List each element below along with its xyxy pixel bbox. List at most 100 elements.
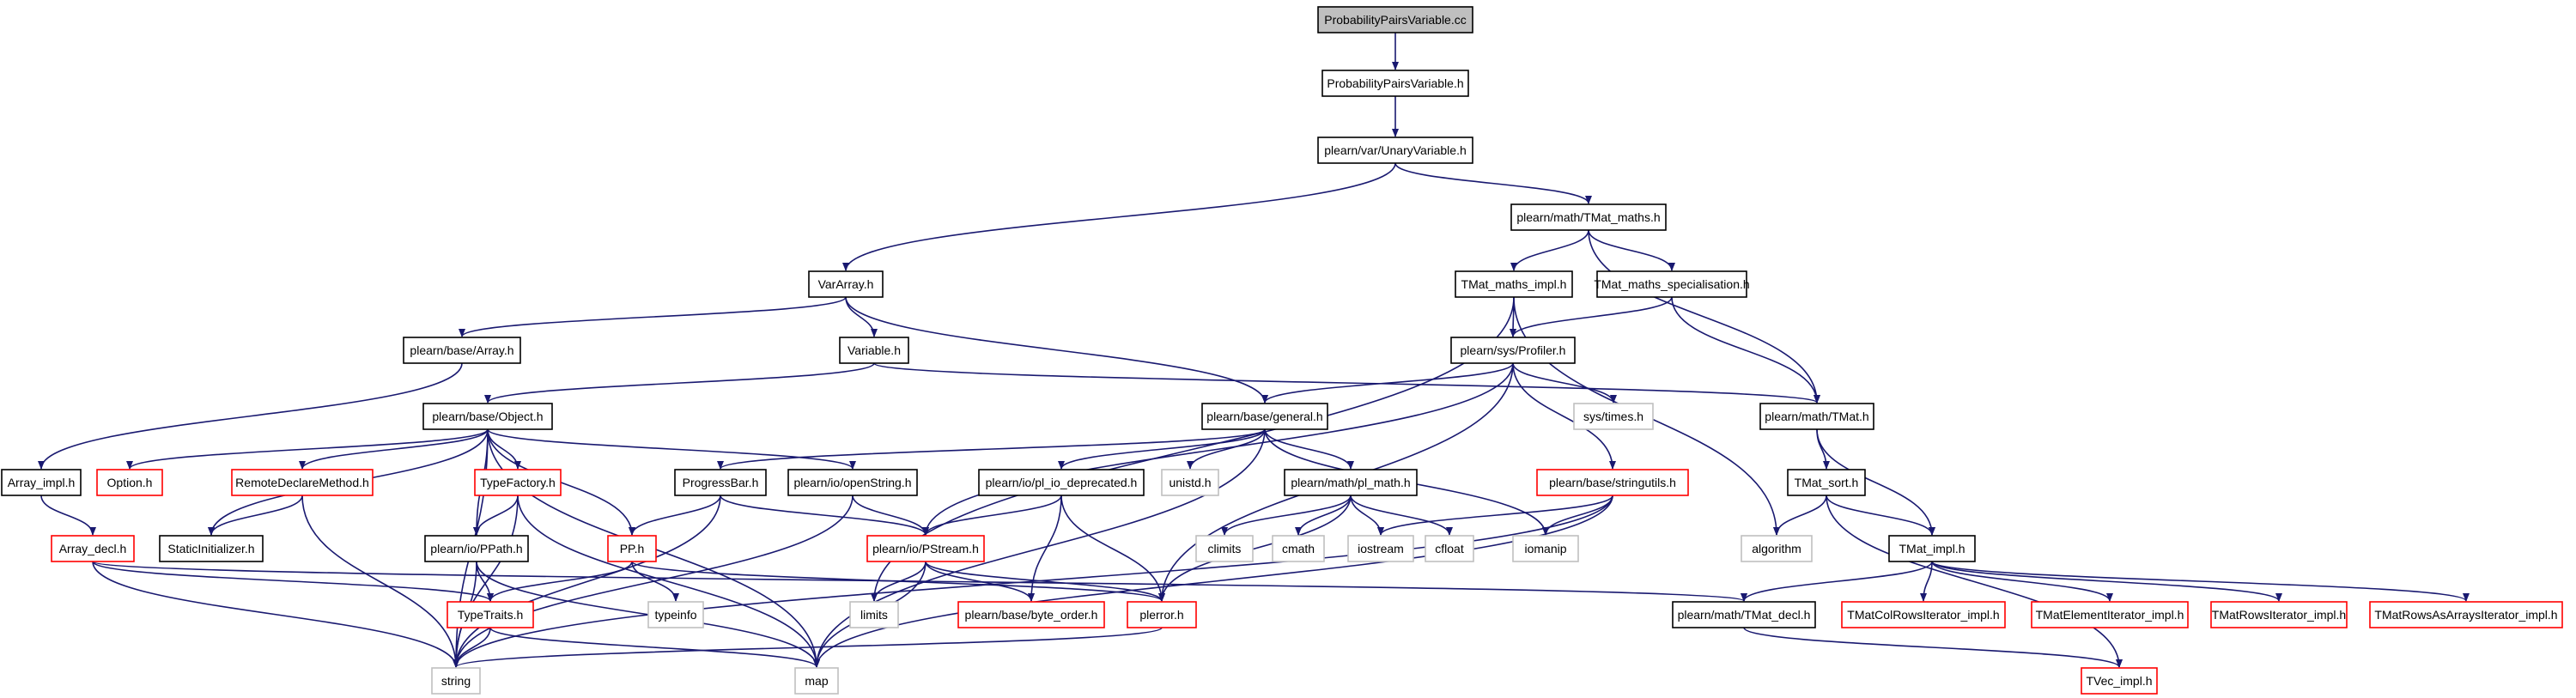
edge-pp-to-typeinfo: [631, 561, 679, 602]
edge-pl_math-to-climits: [1221, 495, 1352, 536]
node-typeinfo[interactable]: typeinfo: [647, 601, 704, 628]
node-box: [787, 469, 918, 496]
node-root[interactable]: ProbabilityPairsVariable.cc: [1317, 6, 1473, 33]
node-remote[interactable]: RemoteDeclareMethod.h: [231, 469, 374, 496]
node-label: plearn/base/general.h: [1206, 410, 1322, 423]
node-colrows[interactable]: TMatColRowsIterator_impl.h: [1841, 601, 2006, 628]
edge-base_array-to-array_impl: [38, 362, 463, 470]
node-profiler[interactable]: plearn/sys/Profiler.h: [1450, 337, 1576, 364]
node-unary[interactable]: plearn/var/UnaryVariable.h: [1317, 137, 1473, 164]
edge-tmat_impl-to-rowsiter: [1931, 561, 2282, 602]
edge-pstream-to-plerror: [925, 561, 1165, 602]
node-tmat[interactable]: plearn/math/TMat.h: [1759, 403, 1874, 430]
node-algorithm[interactable]: algorithm: [1741, 535, 1813, 562]
node-label: StaticInitializer.h: [167, 542, 254, 555]
edge-stringutils-to-iostream: [1377, 495, 1613, 536]
node-box: [1450, 337, 1576, 364]
node-box: [1317, 6, 1473, 33]
node-staticinit[interactable]: StaticInitializer.h: [159, 535, 264, 562]
node-box: [1510, 203, 1667, 231]
node-limits[interactable]: limits: [849, 601, 899, 628]
edge-vararray-to-general: [845, 296, 1268, 404]
edge-tmat-to-tmat_sort: [1816, 428, 1830, 470]
node-ppath[interactable]: plearn/io/PPath.h: [424, 535, 529, 562]
node-stringutils[interactable]: plearn/base/stringutils.h: [1536, 469, 1689, 496]
node-label: TypeTraits.h: [458, 608, 524, 622]
edge-pstream-to-limits: [871, 561, 927, 602]
edge-tmat_decl-to-tvec_impl: [1743, 627, 2123, 668]
node-plerror[interactable]: plerror.h: [1127, 601, 1197, 628]
node-tmat_impl[interactable]: TMat_impl.h: [1888, 535, 1976, 562]
node-tmat_maths[interactable]: plearn/math/TMat_maths.h: [1510, 203, 1667, 231]
node-label: TMatRowsAsArraysIterator_impl.h: [2374, 608, 2557, 622]
edge-profiler-to-stringutils: [1512, 362, 1616, 470]
node-times[interactable]: sys/times.h: [1573, 403, 1654, 430]
edge-variable-to-tmat: [873, 362, 1820, 404]
node-label: plearn/base/Object.h: [432, 410, 543, 423]
node-openstring[interactable]: plearn/io/openString.h: [787, 469, 918, 496]
node-rowsiter[interactable]: TMatRowsIterator_impl.h: [2210, 601, 2348, 628]
node-vararray[interactable]: VarArray.h: [808, 270, 884, 298]
edge-general-to-map: [813, 428, 1266, 668]
node-base_array[interactable]: plearn/base/Array.h: [403, 337, 521, 364]
node-label: climits: [1208, 542, 1242, 555]
node-cfloat[interactable]: cfloat: [1425, 535, 1474, 562]
node-string[interactable]: string: [431, 667, 481, 695]
edge-general-to-progressbar: [717, 428, 1266, 470]
node-pstream[interactable]: plearn/io/PStream.h: [866, 535, 985, 562]
node-tmat_sort[interactable]: TMat_sort.h: [1787, 469, 1866, 496]
node-label: RemoteDeclareMethod.h: [235, 476, 369, 489]
node-box: [1455, 270, 1573, 298]
node-box: [957, 601, 1105, 628]
node-label: plerror.h: [1139, 608, 1183, 622]
node-label: unistd.h: [1169, 476, 1211, 489]
node-unistd[interactable]: unistd.h: [1161, 469, 1219, 496]
node-box: [839, 337, 909, 364]
node-label: algorithm: [1752, 542, 1801, 555]
node-pl_io_dep[interactable]: plearn/io/pl_io_deprecated.h: [978, 469, 1145, 496]
node-iomanip[interactable]: iomanip: [1512, 535, 1579, 562]
node-progressbar[interactable]: ProgressBar.h: [674, 469, 767, 496]
edge-pp-to-plerror: [631, 561, 1165, 602]
node-byte_order[interactable]: plearn/base/byte_order.h: [957, 601, 1105, 628]
node-label: plearn/io/PPath.h: [430, 542, 522, 555]
node-pl_math[interactable]: plearn/math/pl_math.h: [1284, 469, 1418, 496]
node-box: [1, 469, 82, 496]
node-box: [1888, 535, 1976, 562]
node-variable[interactable]: Variable.h: [839, 337, 909, 364]
node-box: [1321, 70, 1469, 97]
node-typetraits[interactable]: TypeTraits.h: [447, 601, 534, 628]
edge-tmat_impl-to-elemiter: [1931, 561, 2113, 602]
node-tmat_maths_spec[interactable]: TMat_maths_specialisation.h: [1594, 270, 1750, 298]
node-cmath[interactable]: cmath: [1272, 535, 1325, 562]
node-label: TMatElementIterator_impl.h: [2036, 608, 2184, 622]
node-tmat_decl[interactable]: plearn/math/TMat_decl.h: [1672, 601, 1816, 628]
node-box: [2081, 667, 2158, 695]
node-map[interactable]: map: [794, 667, 839, 695]
edge-tmat_maths-to-tmat: [1588, 229, 1820, 404]
node-rowsasarrays[interactable]: TMatRowsAsArraysIterator_impl.h: [2369, 601, 2563, 628]
node-ppv_h[interactable]: ProbabilityPairsVariable.h: [1321, 70, 1469, 97]
edge-tmat_maths-to-tmat_maths_spec: [1588, 229, 1675, 271]
node-label: plearn/io/openString.h: [794, 476, 912, 489]
node-elemiter[interactable]: TMatElementIterator_impl.h: [2031, 601, 2189, 628]
edge-array_decl-to-typetraits: [92, 561, 494, 602]
node-box: [1127, 601, 1197, 628]
node-array_decl[interactable]: Array_decl.h: [51, 535, 135, 562]
edge-remote-to-staticinit: [208, 495, 303, 536]
node-box: [808, 270, 884, 298]
node-typefactory[interactable]: TypeFactory.h: [474, 469, 562, 496]
node-option[interactable]: Option.h: [96, 469, 163, 496]
node-pp[interactable]: PP.h: [607, 535, 657, 562]
node-array_impl[interactable]: Array_impl.h: [1, 469, 82, 496]
edge-profiler-to-general: [1261, 362, 1514, 404]
nodes-layer: ProbabilityPairsVariable.ccProbabilityPa…: [1, 6, 2563, 695]
node-tvec_impl[interactable]: TVec_impl.h: [2081, 667, 2158, 695]
node-general[interactable]: plearn/base/general.h: [1201, 403, 1328, 430]
node-box: [978, 469, 1145, 496]
node-object[interactable]: plearn/base/Object.h: [422, 403, 553, 430]
node-box: [1272, 535, 1325, 562]
node-climits[interactable]: climits: [1195, 535, 1254, 562]
node-iostream[interactable]: iostream: [1347, 535, 1414, 562]
node-tmat_maths_impl[interactable]: TMat_maths_impl.h: [1455, 270, 1573, 298]
